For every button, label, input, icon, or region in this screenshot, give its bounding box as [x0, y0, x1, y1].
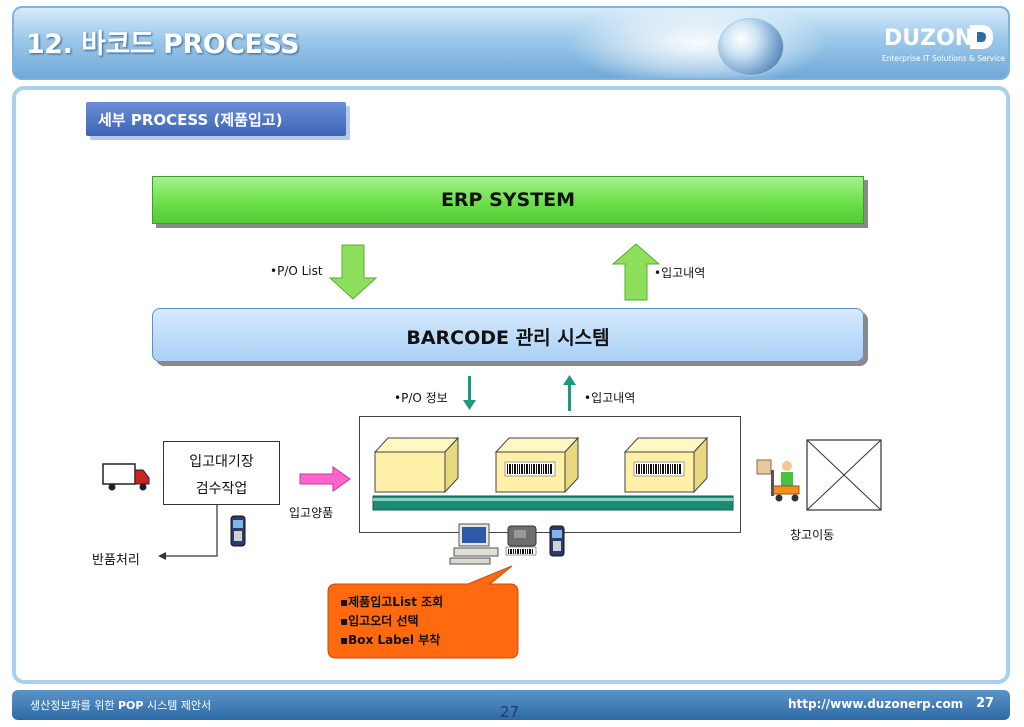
handheld-scanner-icon — [230, 515, 246, 547]
po-info-label: •P/O 정보 — [394, 391, 448, 405]
callout-list: ▪제품입고List 조회 ▪입고오더 선택 ▪Box Label 부착 — [340, 593, 443, 650]
product-box-3 — [623, 436, 709, 494]
duzon-logo-text: DUZON — [884, 26, 974, 51]
down-arrow-po-info — [463, 376, 476, 410]
footer-title-bold: POP — [117, 699, 144, 712]
pink-arrow-to-warehouse — [299, 466, 351, 492]
footer-center-page-number: 27 — [500, 703, 520, 721]
handheld-scanner-2-icon — [549, 525, 565, 557]
po-list-label: •P/O List — [270, 264, 323, 278]
callout-item-1: ▪제품입고List 조회 — [340, 595, 444, 609]
footer-document-title: 생산정보화를 위한 POP 시스템 제안서 — [30, 697, 211, 713]
truck-icon — [102, 463, 150, 491]
down-arrow-po-list — [328, 244, 378, 300]
up-arrow-receipt-history — [611, 243, 661, 301]
erp-system-box: ERP SYSTEM — [152, 176, 864, 224]
barcode-system-box: BARCODE 관리 시스템 — [152, 308, 864, 362]
section-subtitle-tab: 세부 PROCESS (제품입고) — [86, 102, 346, 136]
title-glow — [568, 8, 828, 78]
title-bar — [12, 6, 1010, 80]
globe-icon — [718, 18, 784, 76]
forklift-worker-icon — [756, 459, 800, 502]
return-processing-label: 반품처리 — [92, 553, 140, 568]
conveyor-belt — [372, 495, 734, 511]
return-flow-line — [158, 505, 218, 560]
footer-title-suffix: 시스템 제안서 — [146, 699, 212, 712]
inspection-area-box: 입고대기장 검수작업 — [163, 441, 280, 505]
product-box-2 — [494, 436, 580, 494]
callout-item-3: ▪Box Label 부착 — [340, 633, 441, 647]
erp-system-label: ERP SYSTEM — [440, 189, 576, 211]
product-box-1 — [373, 436, 460, 494]
barcode-printer-icon — [505, 525, 537, 556]
storage-placeholder-icon — [806, 439, 882, 511]
footer-url-link[interactable]: http://www.duzonerp.com — [788, 697, 964, 711]
footer-bar — [12, 690, 1010, 720]
duzon-logo-tagline: Enterprise IT Solutions & Service — [882, 54, 1005, 63]
callout-item-2: ▪입고오더 선택 — [340, 614, 419, 628]
footer-page-number: 27 — [976, 696, 995, 711]
barcode-system-label: BARCODE 관리 시스템 — [406, 327, 610, 349]
process-callout — [327, 565, 519, 659]
section-subtitle: 세부 PROCESS (제품입고) — [98, 111, 283, 129]
footer-title-prefix: 생산정보화를 위한 — [30, 699, 115, 712]
up-arrow-receipt-info — [563, 375, 576, 411]
page-title: 12. 바코드 PROCESS — [26, 29, 300, 60]
inspection-area-line1: 입고대기장 — [189, 454, 254, 470]
receipt-history-upper-label: •입고내역 — [654, 266, 706, 280]
receipt-history-lower-label: •입고내역 — [584, 391, 636, 405]
duzon-logo-icon — [970, 25, 993, 49]
warehouse-transfer-label: 창고이동 — [790, 528, 835, 542]
computer-icon — [449, 523, 499, 565]
inspection-area-line2: 검수작업 — [195, 481, 248, 497]
good-receipt-label: 입고양품 — [289, 506, 334, 520]
